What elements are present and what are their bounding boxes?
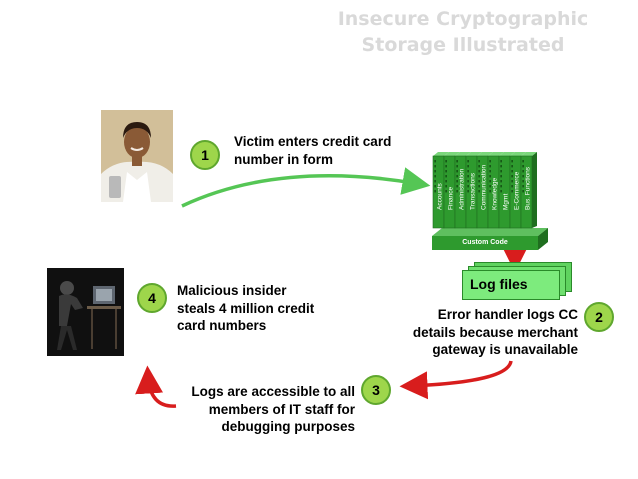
step-3-line-2: members of IT staff for — [208, 401, 355, 417]
step-4-badge: 4 — [137, 283, 167, 313]
insider-photo — [47, 268, 124, 356]
title-line-1: Insecure Cryptographic — [337, 8, 589, 30]
stack-module-label: Mgmt — [503, 194, 510, 210]
arrow-victim-to-app — [181, 167, 431, 208]
stack-module: Accounts — [432, 152, 449, 229]
step-4-line-1: Malicious insider — [177, 283, 287, 298]
stack-module-label: Bus. Functions — [525, 166, 532, 210]
stack-module-label: Accounts — [437, 183, 444, 210]
log-files-stack: Log files — [462, 262, 574, 302]
arrow-staff-to-insider — [135, 365, 177, 408]
stack-module-label: E-Commerce — [514, 171, 521, 210]
stack-module-label: Communication — [481, 164, 488, 210]
step-4-line-3: card numbers — [177, 318, 267, 333]
step-2-line-3: gateway is unavailable — [432, 342, 578, 357]
step-1-line-1: Victim enters credit card — [234, 134, 392, 149]
step-1-caption: Victim enters credit card number in form — [234, 133, 391, 168]
step-3-caption: Logs are accessible to all members of IT… — [170, 383, 355, 436]
stack-module-label: Transactions — [470, 172, 477, 210]
step-2-badge: 2 — [584, 302, 614, 332]
step-3-line-1: Logs are accessible to all — [191, 384, 355, 399]
title-line-2: Storage Illustrated — [361, 34, 565, 56]
application-stack: Accounts Finance Administration Transaction… — [430, 140, 550, 252]
step-2-line-2: details because merchant — [412, 324, 578, 340]
step-4-caption: Malicious insider steals 4 million credi… — [177, 282, 314, 335]
step-2-caption: Error handler logs CC details because me… — [390, 306, 578, 359]
arrow-logs-to-staff — [399, 360, 513, 400]
slide-title: Insecure Cryptographic Storage Illustrat… — [318, 6, 608, 58]
stack-base — [432, 236, 538, 250]
step-4-line-2: steals 4 million credit — [177, 300, 315, 316]
step-1-badge: 1 — [190, 140, 220, 170]
step-3-badge: 3 — [361, 375, 391, 405]
stack-module: E-Commerce — [509, 152, 526, 229]
stack-module-label: Knowledge — [492, 177, 499, 210]
victim-photo — [101, 110, 173, 202]
step-3-line-3: debugging purposes — [221, 419, 356, 434]
step-2-line-1: Error handler logs CC — [437, 307, 578, 322]
custom-code-label: Custom Code — [462, 239, 508, 246]
log-files-label: Log files — [470, 276, 528, 292]
stack-module-label: Administration — [459, 168, 466, 210]
stack-module: Communication — [476, 152, 493, 229]
stack-module-label: Finance — [448, 186, 455, 210]
step-1-line-2: number in form — [234, 151, 334, 167]
